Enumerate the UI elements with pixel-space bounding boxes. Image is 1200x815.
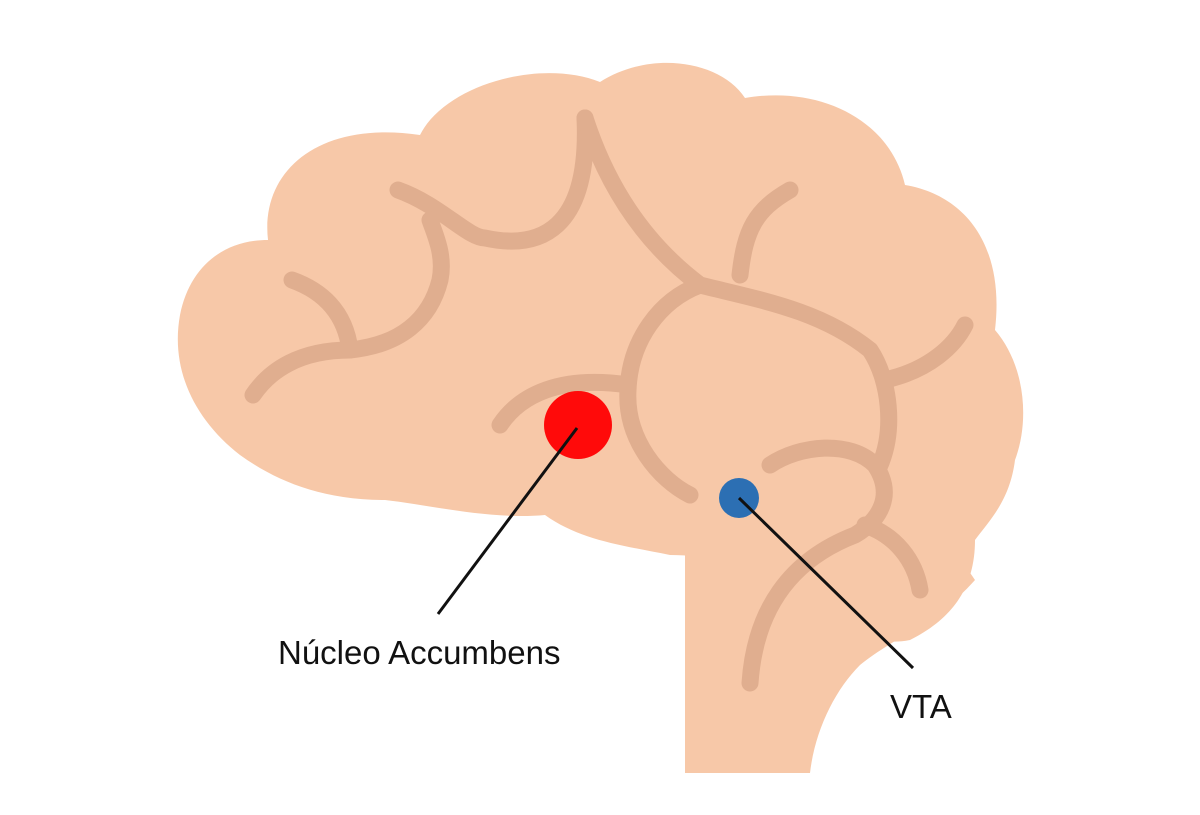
nucleus-accumbens-leader-line (436, 427, 579, 615)
vta-leader-line (737, 496, 915, 670)
vta-label: VTA (890, 688, 952, 725)
nucleus-accumbens-label: Núcleo Accumbens (278, 634, 561, 671)
nucleus-accumbens-marker (544, 391, 612, 459)
cerebrum (177, 62, 1024, 642)
brain-gyri (244, 109, 974, 692)
